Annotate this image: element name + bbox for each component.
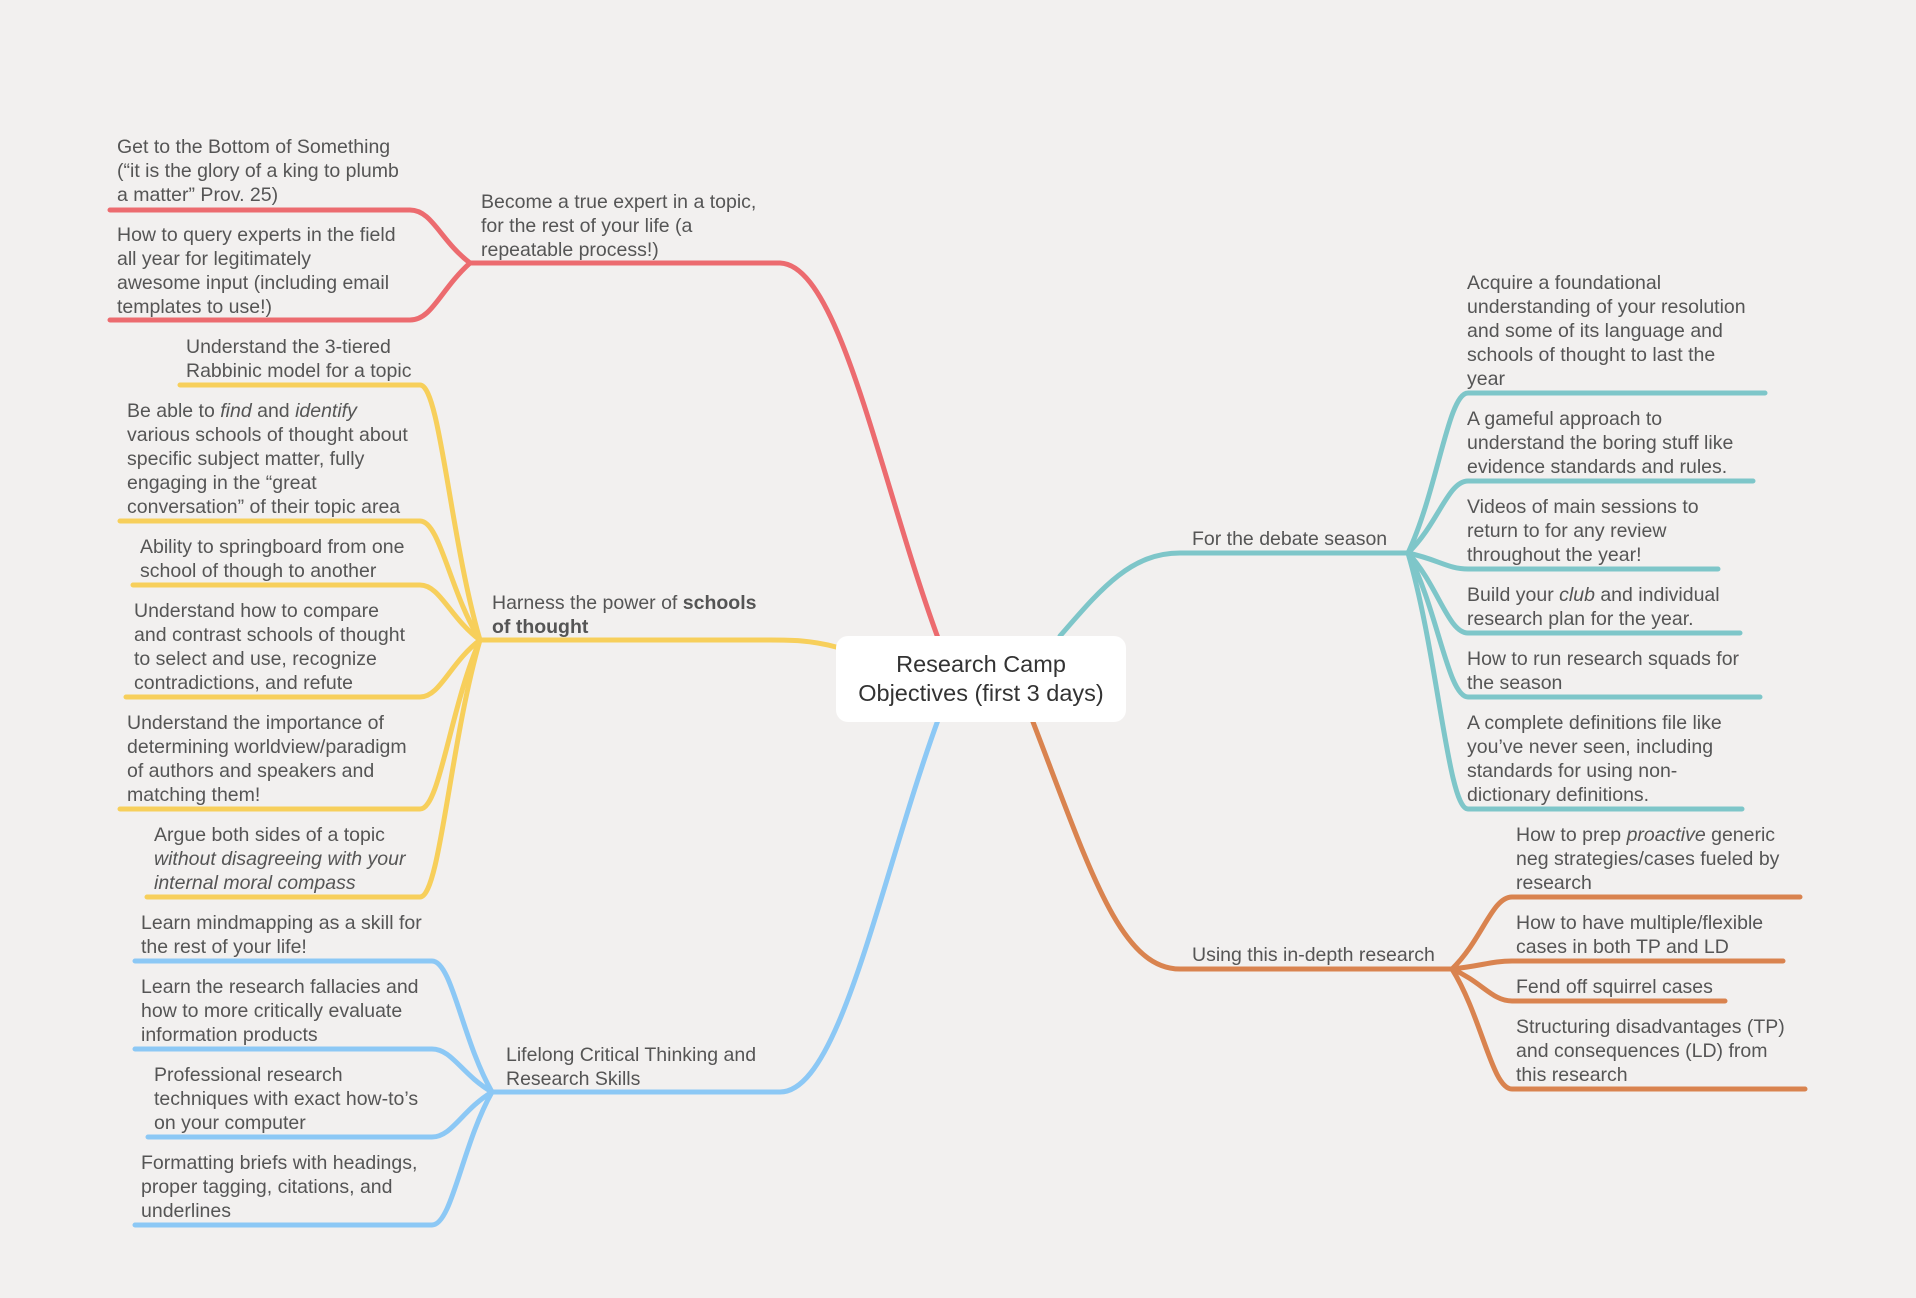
subtopic-definitions-file[interactable]: A complete definitions file like you’ve … <box>1467 712 1722 806</box>
connector-research <box>1030 719 1455 972</box>
central-topic-line1: Research Camp <box>896 651 1066 677</box>
subtopic-query-experts[interactable]: How to query experts in the field all ye… <box>117 224 396 318</box>
connector-research-proactive <box>1449 894 1803 972</box>
connector-schools-compare <box>123 637 483 700</box>
connector-expert-bottom <box>107 207 473 266</box>
subtopic-rabbinic-model[interactable]: Understand the 3-tiered Rabbinic model f… <box>186 336 412 382</box>
connector-critical-formatting <box>132 1089 495 1228</box>
connector-expert-query <box>107 260 473 323</box>
subtopic-springboard[interactable]: Ability to springboard from one school o… <box>140 536 405 582</box>
connector-schools-find <box>117 518 483 643</box>
subtopic-argue-both-sides[interactable]: Argue both sides of a topic without disa… <box>154 824 406 894</box>
connector-schools-rabbinic <box>177 382 483 643</box>
subtopic-gameful-approach[interactable]: A gameful approach to understand the bor… <box>1467 408 1734 478</box>
central-topic[interactable]: Research Camp Objectives (first 3 days) <box>836 636 1126 722</box>
connector-season-videos <box>1405 550 1721 572</box>
connector-schools-springboard <box>130 582 483 643</box>
connector-critical-mindmapping <box>132 958 495 1095</box>
subtopic-foundational-understanding[interactable]: Acquire a foundational understanding of … <box>1467 272 1746 390</box>
connector-season-definitions <box>1405 550 1745 812</box>
connector-season <box>1057 550 1411 639</box>
connector-research-flexible <box>1449 958 1786 972</box>
subtopic-bottom-of-something[interactable]: Get to the Bottom of Something (“it is t… <box>117 136 399 206</box>
connector-season-club <box>1405 550 1743 636</box>
subtopic-formatting-briefs[interactable]: Formatting briefs with headings, proper … <box>141 1152 418 1222</box>
subtopic-squirrel-cases[interactable]: Fend off squirrel cases <box>1516 976 1713 998</box>
connector-research-disadvantages <box>1449 966 1808 1092</box>
connector-expert <box>467 260 941 641</box>
subtopic-flexible-cases[interactable]: How to have multiple/flexible cases in b… <box>1516 912 1764 958</box>
subtopic-worldview[interactable]: Understand the importance of determining… <box>127 712 407 806</box>
connector-research-squirrel <box>1449 966 1728 1004</box>
connector-critical <box>489 717 941 1095</box>
subtopic-disadvantages[interactable]: Structuring disadvantages (TP) and conse… <box>1516 1016 1785 1086</box>
topic-in-depth-research[interactable]: Using this in-depth research <box>1192 944 1435 966</box>
subtopic-session-videos[interactable]: Videos of main sessions to return to for… <box>1467 496 1699 566</box>
topic-debate-season[interactable]: For the debate season <box>1192 528 1388 550</box>
subtopic-research-fallacies[interactable]: Learn the research fallacies and how to … <box>141 976 419 1046</box>
subtopic-mindmapping[interactable]: Learn mindmapping as a skill for the res… <box>141 912 422 958</box>
connector-critical-fallacies <box>132 1046 495 1095</box>
subtopic-compare-contrast[interactable]: Understand how to compare and contrast s… <box>134 600 406 694</box>
subtopic-research-plan[interactable]: Build your club and individual research … <box>1467 584 1720 630</box>
central-topic-line2: Objectives (first 3 days) <box>858 680 1104 706</box>
connector-schools <box>477 637 839 650</box>
subtopic-research-techniques[interactable]: Professional research techniques with ex… <box>154 1064 419 1134</box>
topic-critical-thinking[interactable]: Lifelong Critical Thinking and Research … <box>506 1044 757 1090</box>
connector-season-squads <box>1405 550 1763 700</box>
connector-schools-worldview <box>117 637 483 812</box>
connector-critical-techniques <box>145 1089 495 1140</box>
subtopic-find-identify[interactable]: Be able to find and identify various sch… <box>127 400 408 518</box>
topic-become-expert[interactable]: Become a true expert in a topic, for the… <box>481 191 757 261</box>
subtopic-research-squads[interactable]: How to run research squads for the seaso… <box>1467 648 1740 694</box>
connector-season-gameful <box>1405 478 1756 556</box>
connector-season-acquire <box>1405 390 1768 556</box>
subtopic-proactive-strategies[interactable]: How to prep proactive generic neg strate… <box>1516 824 1780 894</box>
topic-harness-schools[interactable]: Harness the power of schools of thought <box>492 592 757 638</box>
connector-schools-sides <box>144 637 483 900</box>
